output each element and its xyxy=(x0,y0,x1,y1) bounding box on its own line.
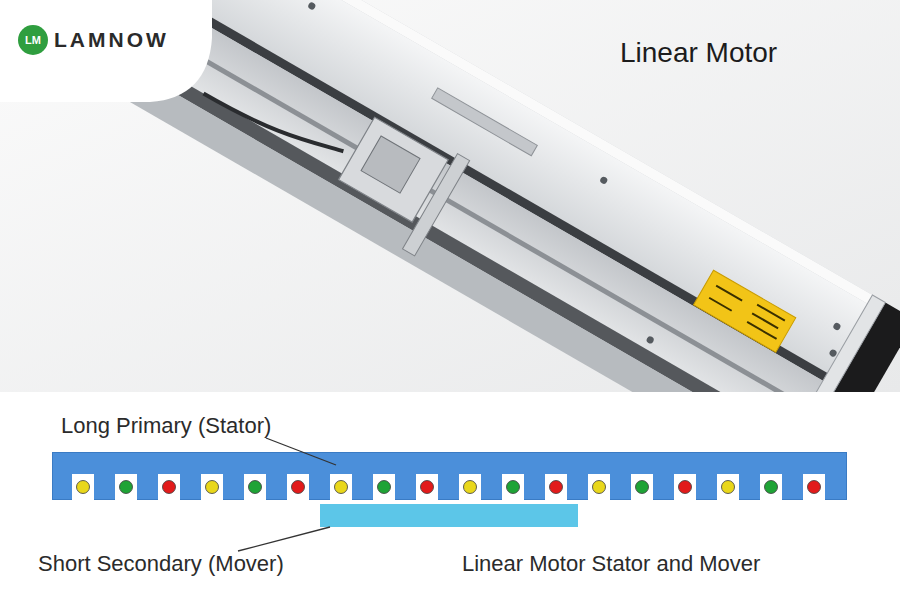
page-title: Linear Motor xyxy=(620,37,777,69)
logo-badge xyxy=(18,25,48,55)
stator-slot xyxy=(545,474,567,502)
leader-line xyxy=(238,527,330,551)
stator-slot xyxy=(158,474,180,502)
stator-slot xyxy=(674,474,696,502)
winding-phase-dot xyxy=(765,481,778,494)
rail-group xyxy=(0,0,900,392)
winding-phase-dot xyxy=(593,481,606,494)
winding-phase-dot xyxy=(77,481,90,494)
sticker-print xyxy=(708,282,786,339)
winding-phase-dot xyxy=(507,481,520,494)
mover-label: Short Secondary (Mover) xyxy=(38,551,284,577)
winding-phase-dot xyxy=(636,481,649,494)
winding-phase-dot xyxy=(292,481,305,494)
stator-slot xyxy=(502,474,524,502)
winding-phase-dot xyxy=(163,481,176,494)
winding-phase-dot xyxy=(722,481,735,494)
stator-slot xyxy=(416,474,438,502)
cable xyxy=(204,76,344,168)
winding-phase-dot xyxy=(249,481,262,494)
winding-phase-dot xyxy=(808,481,821,494)
stator-slot xyxy=(115,474,137,502)
linear-motor-module xyxy=(0,0,900,392)
mounting-hole xyxy=(645,335,655,345)
stator-slot xyxy=(631,474,653,502)
top-plate xyxy=(432,88,538,156)
winding-phase-dot xyxy=(120,481,133,494)
figure-caption: Linear Motor Stator and Mover xyxy=(462,551,760,577)
leader-line xyxy=(266,438,336,465)
rail-channel xyxy=(0,0,840,392)
mounting-hole xyxy=(832,322,842,332)
winding-phase-dot xyxy=(335,481,348,494)
guide-line xyxy=(0,0,826,392)
stator-slot xyxy=(717,474,739,502)
winding-dots xyxy=(77,481,821,494)
mover-bar: Short Secondary (Mover) xyxy=(320,504,578,527)
brand-name: LAMNOW xyxy=(54,28,169,52)
rail-body xyxy=(0,0,890,392)
stator-slot xyxy=(373,474,395,502)
winding-phase-dot xyxy=(421,481,434,494)
logo-monogram: LM xyxy=(25,34,41,46)
stator-slot xyxy=(803,474,825,502)
stator-slot xyxy=(72,474,94,502)
mounting-hole xyxy=(599,176,609,186)
winding-phase-dot xyxy=(679,481,692,494)
logo-backdrop xyxy=(0,0,212,102)
mounting-hole xyxy=(307,1,317,11)
stator-slot xyxy=(287,474,309,502)
carriage-sensor xyxy=(361,136,420,193)
winding-phase-dot xyxy=(378,481,391,494)
stator-bar: Long Primary (Stator) xyxy=(52,452,847,500)
winding-phase-dot xyxy=(206,481,219,494)
stator-slots xyxy=(72,474,825,502)
warning-sticker xyxy=(693,270,795,352)
winding-phase-dot xyxy=(550,481,563,494)
stator-slot xyxy=(588,474,610,502)
stator-slot xyxy=(760,474,782,502)
winding-phase-dot xyxy=(464,481,477,494)
stator-slot xyxy=(244,474,266,502)
rail-top-face xyxy=(0,0,885,383)
stator-label: Long Primary (Stator) xyxy=(61,413,271,439)
end-plate xyxy=(770,295,885,392)
carriage-bracket xyxy=(403,154,470,256)
rail-lower-lip xyxy=(0,0,810,392)
stator-slot xyxy=(201,474,223,502)
rail-side-face xyxy=(0,0,803,392)
stator-slot xyxy=(330,474,352,502)
stator-slot xyxy=(459,474,481,502)
